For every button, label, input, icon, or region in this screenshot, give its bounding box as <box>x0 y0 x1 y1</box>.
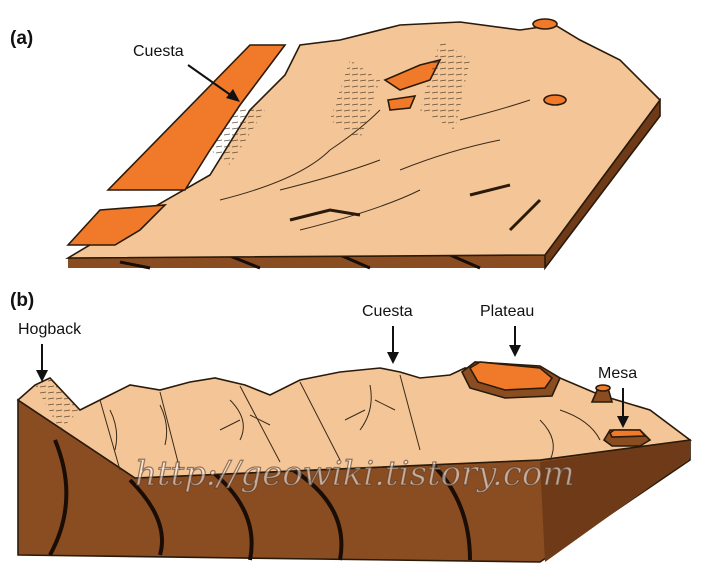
panel-b-strata <box>48 439 472 561</box>
label-cuesta-a: Cuesta <box>133 43 184 60</box>
panel-b-right-face <box>540 440 690 562</box>
watermark: http://geowiki.tistory.com <box>135 454 575 494</box>
label-hogback: Hogback <box>18 321 82 338</box>
plateau-arrowhead <box>509 345 521 357</box>
panel-a-front-face <box>68 255 545 268</box>
label-mesa: Mesa <box>598 365 637 382</box>
panel-a-cuesta-lower-caprock <box>66 204 168 246</box>
panel-b-label: (b) <box>10 290 34 311</box>
mesa-arrowhead <box>617 416 629 428</box>
panel-a-block <box>65 18 662 271</box>
panel-a-caprock-patch <box>387 95 417 111</box>
panel-a-butte-top <box>532 18 558 30</box>
butte-top <box>595 384 611 392</box>
label-plateau: Plateau <box>480 303 534 320</box>
cuesta-a-arrowhead <box>226 89 240 102</box>
panel-a-mesa-top <box>543 94 567 106</box>
panel-a-label: (a) <box>10 28 33 49</box>
panel-b-block <box>16 361 693 563</box>
panel-a-strata <box>119 253 481 270</box>
cuesta-b-arrowhead <box>387 352 399 364</box>
label-cuesta-b: Cuesta <box>362 303 413 320</box>
plateau-caprock <box>468 361 554 391</box>
hogback-arrowhead <box>36 370 48 382</box>
cuesta-a-arrow <box>187 64 233 97</box>
mesa-caprock <box>608 429 647 438</box>
